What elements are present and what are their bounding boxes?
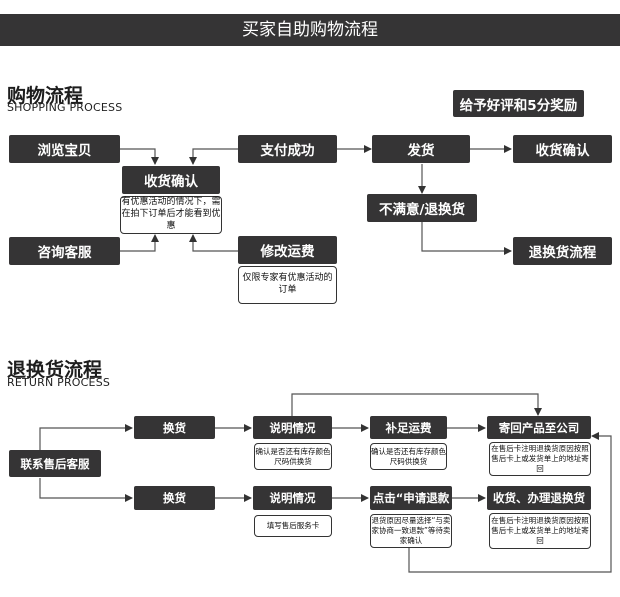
note-explain-2: 填写售后服务卡 — [254, 515, 332, 537]
node-ship: 发货 — [372, 135, 470, 163]
note-modify: 仅限专家有优惠活动的订单 — [238, 266, 337, 304]
node-return-flow: 退换货流程 — [513, 237, 612, 265]
connector-contact-split — [39, 424, 133, 450]
note-pay-freight: 确认是否还有库存颜色尺码供换货 — [370, 443, 447, 470]
node-confirm: 收货确认 — [122, 166, 220, 194]
note-confirm: 有优惠活动的情况下，需在拍下订单后才能看到优惠 — [120, 196, 222, 234]
node-receive-refund: 收货、办理退换货 — [487, 486, 591, 510]
node-contact: 联系售后客服 — [9, 450, 101, 477]
node-modify: 修改运费 — [238, 236, 337, 264]
node-receipt: 收货确认 — [513, 135, 612, 163]
node-exchange-2: 换货 — [134, 486, 215, 510]
node-apply-refund: 点击“申请退款 — [370, 486, 452, 510]
return-section-title: 退换货流程 — [7, 359, 103, 381]
note-explain-1: 确认是否还有库存颜色尺码供换货 — [254, 443, 332, 470]
return-section-subtitle: RETURN PROCESS — [7, 376, 111, 389]
connector-explain1-top-mail — [291, 393, 542, 418]
connector-contact-split-2 — [39, 478, 133, 502]
node-explain-2: 说明情况 — [253, 486, 332, 510]
connector-browse-confirm — [120, 148, 159, 165]
reward-label: 给予好评和5分奖励 — [453, 90, 584, 117]
node-browse: 浏览宝贝 — [9, 135, 120, 163]
note-receive-refund: 在售后卡注明退换货原因按照售后卡上或发货单上的地址寄回 — [489, 513, 591, 549]
node-exchange-1: 换货 — [134, 416, 215, 439]
connector-consult-confirm — [120, 234, 159, 252]
connector-loop-mail — [408, 432, 612, 573]
node-pay-freight: 补足运费 — [370, 416, 447, 439]
shopping-section-title: 购物流程 — [7, 85, 84, 107]
banner-title: 买家自助购物流程 — [0, 14, 620, 46]
note-apply-refund: 退货原因尽量选择“与卖家协商一致退款”等待卖家确认 — [370, 514, 452, 548]
connector-paid-confirm — [189, 148, 238, 165]
connector-unsatisfied-return — [421, 222, 512, 255]
shopping-section-subtitle: SHOPPING PROCESS — [7, 101, 123, 114]
node-paid: 支付成功 — [238, 135, 337, 163]
node-mail-back: 寄回产品至公司 — [487, 416, 591, 439]
node-consult: 咨询客服 — [9, 237, 120, 265]
note-mail-back: 在售后卡注明退换货原因按照售后卡上或发货单上的地址寄回 — [489, 442, 591, 476]
node-unsatisfied: 不满意/退换货 — [367, 194, 477, 222]
connector-modify-confirm — [189, 234, 238, 252]
node-explain-1: 说明情况 — [253, 416, 332, 439]
